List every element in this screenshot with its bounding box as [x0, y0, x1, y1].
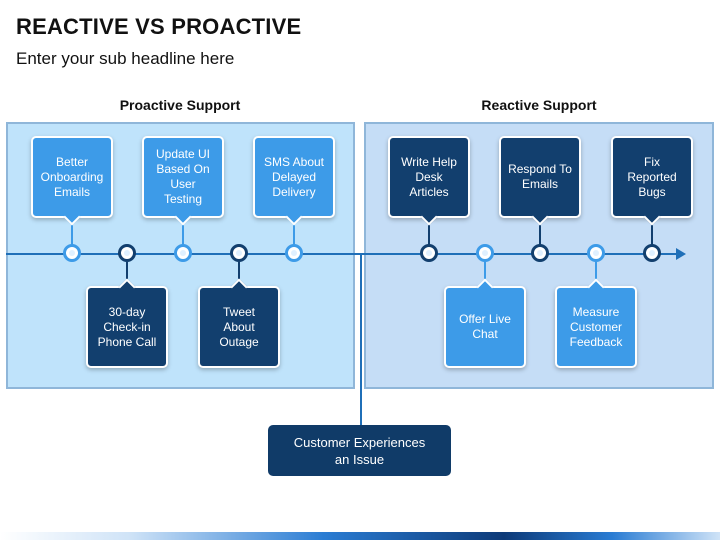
stem — [182, 216, 184, 246]
item-label: Better Onboarding Emails — [40, 154, 104, 199]
timeline-node — [420, 244, 438, 262]
stem — [71, 216, 73, 246]
stem — [126, 262, 128, 288]
timeline-arrow-icon — [676, 248, 686, 260]
proactive-item-2: 30-day Check-in Phone Call — [86, 278, 168, 368]
stem — [651, 216, 653, 246]
timeline-node — [531, 244, 549, 262]
timeline-line — [6, 253, 678, 255]
reactive-item-2: Offer Live Chat — [444, 278, 526, 368]
timeline-node — [587, 244, 605, 262]
proactive-item-5: SMS About Delayed Delivery — [253, 136, 335, 226]
proactive-section-label: Proactive Support — [119, 97, 241, 113]
item-label: Tweet About Outage — [219, 304, 259, 349]
item-label: SMS About Delayed Delivery — [263, 154, 325, 199]
item-label: Write Help Desk Articles — [401, 154, 457, 199]
page-title: REACTIVE VS PROACTIVE — [16, 14, 302, 39]
timeline-node — [285, 244, 303, 262]
reactive-item-4: Measure Customer Feedback — [555, 278, 637, 368]
stem — [484, 262, 486, 288]
page-subtitle: Enter your sub headline here — [16, 49, 235, 68]
connector-line — [360, 253, 362, 425]
item-label: Offer Live Chat — [459, 312, 511, 341]
item-label: Respond To Emails — [508, 162, 572, 191]
reactive-item-5: Fix Reported Bugs — [611, 136, 693, 226]
footer-bar — [0, 532, 720, 540]
stem — [428, 216, 430, 246]
timeline-node — [63, 244, 81, 262]
proactive-item-1: Better Onboarding Emails — [31, 136, 113, 226]
timeline-node — [643, 244, 661, 262]
stem — [293, 216, 295, 246]
timeline-node — [230, 244, 248, 262]
stem — [595, 262, 597, 288]
timeline-node — [174, 244, 192, 262]
stem — [539, 216, 541, 246]
item-label: Update UI Based On User Testing — [155, 147, 211, 206]
stem — [238, 262, 240, 288]
proactive-item-4: Tweet About Outage — [198, 278, 280, 368]
reactive-item-1: Write Help Desk Articles — [388, 136, 470, 226]
timeline-node — [118, 244, 136, 262]
reactive-item-3: Respond To Emails — [499, 136, 581, 226]
item-label: 30-day Check-in Phone Call — [97, 304, 157, 349]
proactive-item-3: Update UI Based On User Testing — [142, 136, 224, 226]
reactive-section-label: Reactive Support — [481, 97, 597, 113]
item-label: Measure Customer Feedback — [569, 304, 623, 349]
timeline-node — [476, 244, 494, 262]
item-label: Fix Reported Bugs — [627, 154, 677, 199]
trigger-box: Customer Experiences an Issue — [268, 425, 451, 476]
